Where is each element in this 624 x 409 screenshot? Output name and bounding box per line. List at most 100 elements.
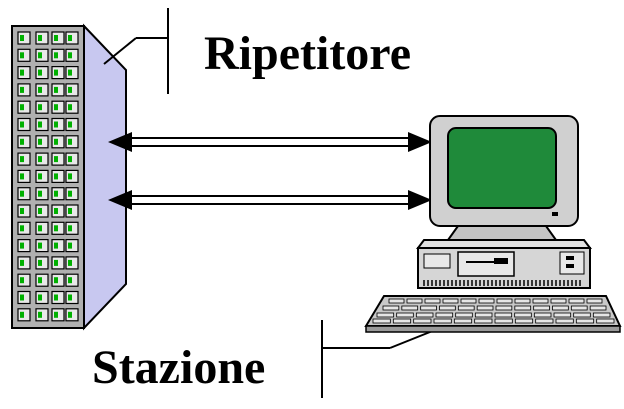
repeater-port-grid bbox=[17, 31, 79, 322]
repeater-side-panel bbox=[83, 23, 127, 331]
port-led bbox=[20, 35, 24, 41]
keyboard-key bbox=[586, 298, 603, 304]
port-led bbox=[20, 121, 24, 128]
port-led bbox=[54, 190, 58, 197]
keyboard-key bbox=[532, 298, 549, 304]
keyboard-key bbox=[478, 298, 495, 304]
port-led bbox=[54, 259, 58, 266]
port-led bbox=[54, 294, 58, 301]
port-led bbox=[68, 35, 72, 41]
link-arrow-top bbox=[108, 132, 432, 152]
port-led bbox=[20, 138, 24, 145]
port-led bbox=[68, 242, 72, 249]
keyboard-key bbox=[460, 298, 477, 304]
port-led bbox=[38, 190, 42, 197]
system-unit-vents bbox=[423, 280, 581, 286]
keyboard-key bbox=[401, 305, 419, 311]
keyboard-key bbox=[553, 312, 572, 318]
port-led bbox=[68, 52, 72, 59]
station-label: Stazione bbox=[92, 341, 266, 394]
port-led bbox=[54, 138, 58, 145]
keyboard-keys bbox=[372, 298, 615, 324]
port-led bbox=[68, 259, 72, 266]
port-led bbox=[38, 277, 42, 284]
link-arrow-bottom bbox=[108, 190, 432, 210]
port-led bbox=[54, 208, 58, 214]
port-led bbox=[54, 35, 58, 41]
port-led bbox=[20, 294, 24, 301]
port-led bbox=[68, 104, 72, 111]
port-led bbox=[38, 259, 42, 266]
port-led bbox=[20, 86, 24, 93]
keyboard-key bbox=[494, 312, 513, 318]
keyboard-key bbox=[392, 318, 412, 324]
keyboard-key bbox=[474, 318, 493, 324]
repeater-icon bbox=[11, 23, 127, 331]
keyboard-key bbox=[535, 318, 554, 324]
port-led bbox=[38, 121, 42, 128]
keyboard-key bbox=[494, 318, 513, 324]
keyboard-key bbox=[550, 298, 567, 304]
keyboard-key bbox=[495, 305, 513, 311]
port-led bbox=[68, 121, 72, 128]
port-led bbox=[54, 156, 58, 163]
keyboard-key bbox=[372, 318, 391, 324]
keyboard-key bbox=[568, 298, 585, 304]
port-led bbox=[68, 208, 72, 214]
repeater-label: Ripetitore bbox=[204, 27, 412, 80]
keyboard-key bbox=[592, 312, 611, 318]
port-led bbox=[38, 242, 42, 249]
port-led bbox=[38, 311, 42, 318]
port-led bbox=[20, 311, 24, 318]
port-led bbox=[20, 277, 24, 284]
port-led bbox=[38, 86, 42, 93]
port-led bbox=[20, 104, 24, 111]
port-led bbox=[54, 86, 58, 93]
port-led bbox=[20, 190, 24, 197]
desktop-computer-icon bbox=[364, 115, 622, 333]
port-led bbox=[68, 277, 72, 284]
port-led bbox=[38, 69, 42, 76]
port-led bbox=[54, 311, 58, 318]
keyboard-key bbox=[424, 298, 441, 304]
keyboard-key bbox=[476, 305, 494, 311]
keyboard-key bbox=[442, 298, 459, 304]
port-led bbox=[38, 138, 42, 145]
keyboard-key bbox=[413, 318, 432, 324]
port-led bbox=[68, 190, 72, 197]
port-led bbox=[54, 104, 58, 111]
keyboard-key bbox=[435, 312, 454, 318]
port-led bbox=[38, 294, 42, 301]
keyboard-key bbox=[589, 305, 607, 311]
keyboard-key bbox=[455, 312, 473, 318]
keyboard-key bbox=[496, 298, 513, 304]
keyboard-key bbox=[474, 312, 493, 318]
port-led bbox=[20, 208, 24, 214]
port-led bbox=[54, 69, 58, 76]
keyboard-key bbox=[575, 318, 595, 324]
port-led bbox=[54, 225, 58, 232]
keyboard-key bbox=[433, 318, 452, 324]
port-led bbox=[38, 35, 42, 41]
keyboard-key bbox=[570, 305, 588, 311]
keyboard-key bbox=[514, 318, 534, 324]
port-led bbox=[20, 259, 24, 266]
keyboard-key bbox=[396, 312, 414, 318]
port-led bbox=[54, 52, 58, 59]
port-led bbox=[38, 52, 42, 59]
repeater-label-leader bbox=[103, 8, 169, 94]
keyboard-key bbox=[533, 305, 550, 311]
keyboard-key bbox=[457, 305, 475, 311]
keyboard-key bbox=[376, 312, 395, 318]
keyboard-key bbox=[573, 312, 591, 318]
system-unit-top bbox=[416, 239, 592, 249]
port-led bbox=[38, 208, 42, 214]
port-led bbox=[54, 173, 58, 180]
keyboard-key bbox=[439, 305, 456, 311]
port-led bbox=[20, 69, 24, 76]
monitor-screen bbox=[447, 127, 557, 209]
port-led bbox=[68, 173, 72, 180]
port-led bbox=[20, 52, 24, 59]
